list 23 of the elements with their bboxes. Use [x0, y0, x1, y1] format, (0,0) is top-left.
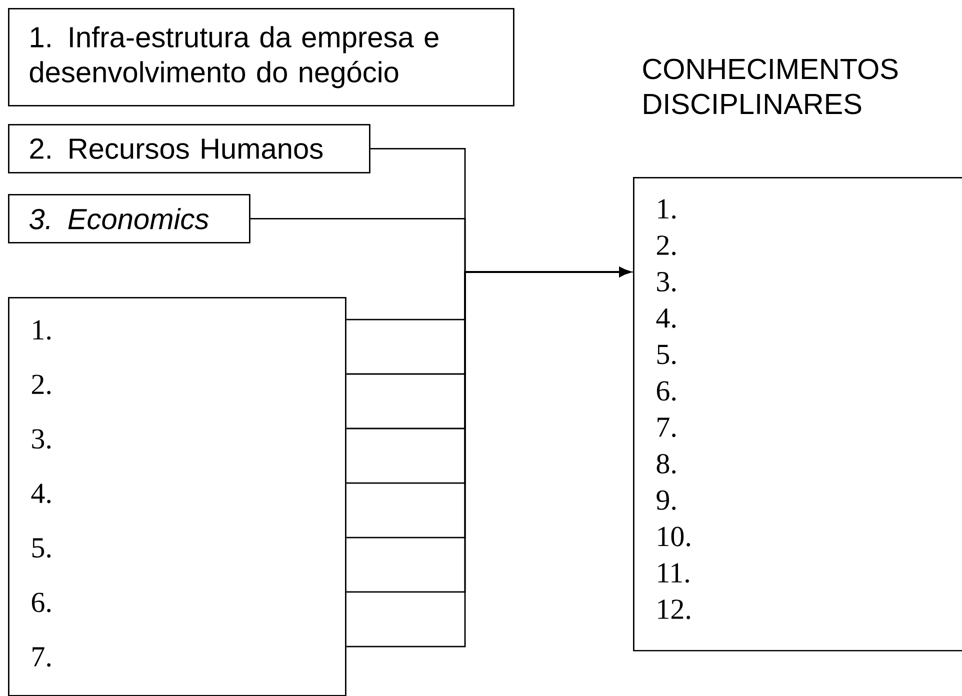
text-box: 1. Infra-estrutura da empresa e desenvolvimento do negócio [8, 8, 514, 106]
list-number: 4. [31, 484, 51, 504]
list-number: 3. [657, 272, 676, 292]
list-number: 3. [32, 429, 51, 449]
list-number: 7. [658, 418, 676, 438]
list-number: 10. [658, 526, 690, 546]
list-number: 7. [32, 647, 51, 667]
list-number: 2. [32, 374, 51, 394]
list-number: 6. [656, 381, 676, 401]
list-number: 8. [656, 454, 676, 474]
list-number: 6. [32, 592, 51, 612]
text-box: 3. Economics [8, 194, 250, 244]
list-number: 5. [657, 344, 676, 364]
list-number: 4. [656, 308, 676, 328]
list-number: 9. [656, 490, 676, 510]
text-box: 2. Recursos Humanos [8, 124, 370, 174]
list-number: 1. [658, 199, 676, 219]
list-number: 1. [33, 320, 51, 340]
list-number: 5. [32, 538, 51, 558]
list-number: 12. [658, 600, 690, 620]
list-number: 2. [656, 236, 676, 256]
list-number: 11. [658, 563, 689, 583]
box-heading: CONHECIMENTOS DISCIPLINARES [643, 58, 898, 114]
